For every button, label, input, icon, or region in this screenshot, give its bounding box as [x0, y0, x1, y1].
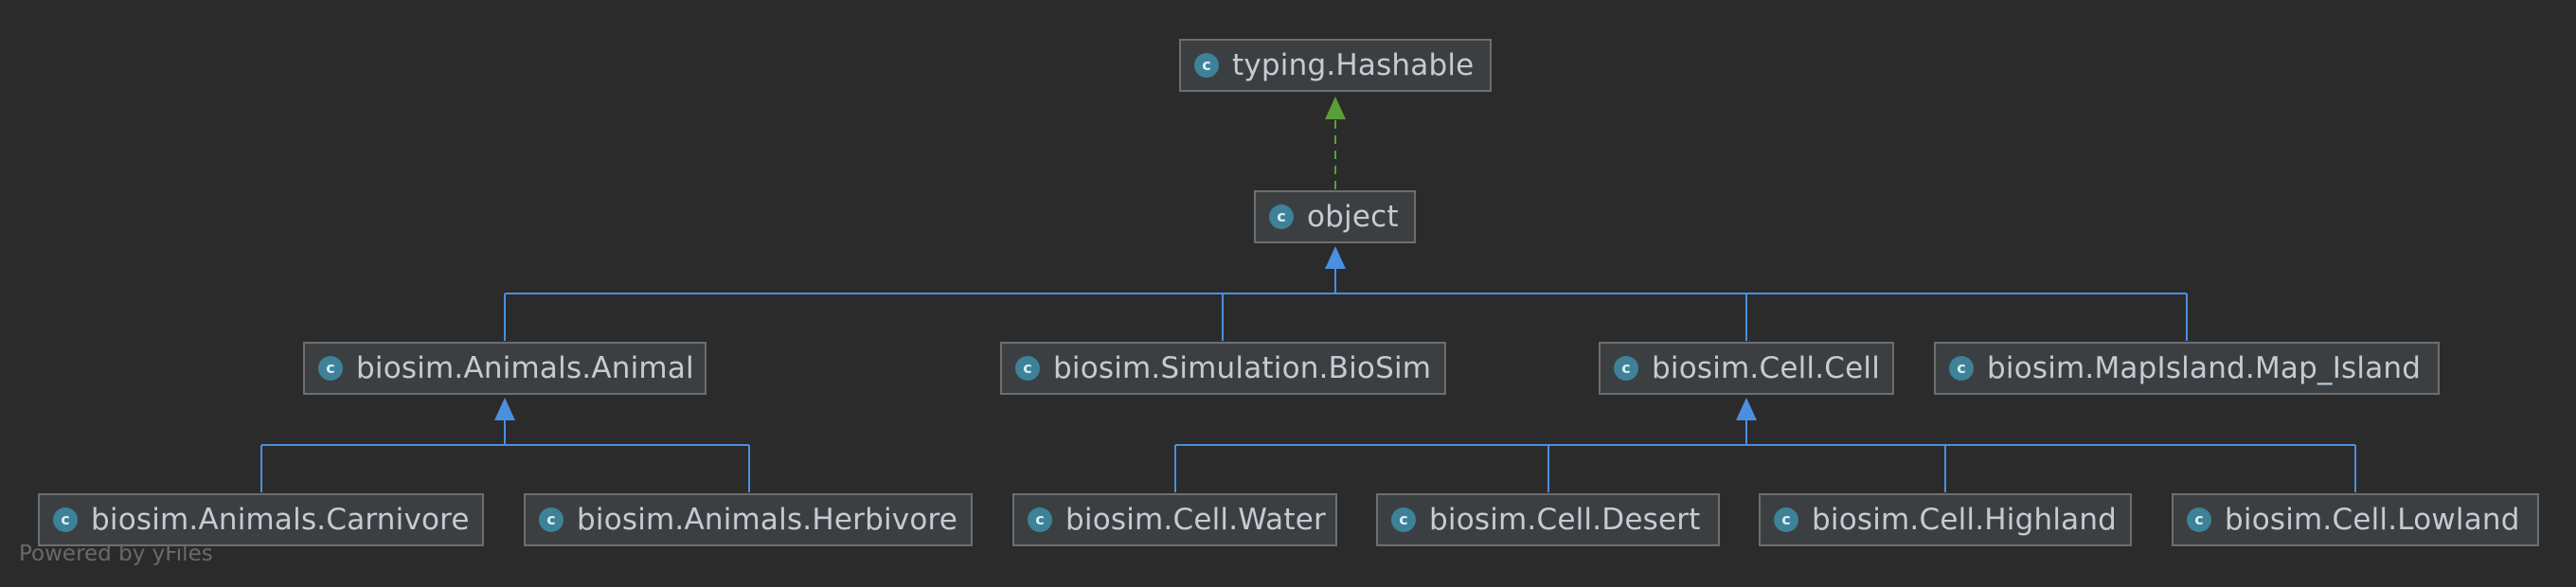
- class-node-map-island[interactable]: c biosim.MapIsland.Map_Island: [1934, 342, 2440, 395]
- class-icon: c: [53, 507, 78, 532]
- class-icon: c: [1614, 356, 1638, 381]
- inheritance-arrowhead-cell: [1736, 398, 1757, 420]
- class-icon: c: [1774, 507, 1798, 532]
- class-icon: c: [539, 507, 564, 532]
- class-icon: c: [1194, 53, 1219, 78]
- class-node-herbivore[interactable]: c biosim.Animals.Herbivore: [524, 493, 973, 546]
- class-icon: c: [1949, 356, 1974, 381]
- class-icon: c: [2187, 507, 2211, 532]
- class-name: typing.Hashable: [1232, 48, 1475, 82]
- class-node-typing-hashable[interactable]: c typing.Hashable: [1179, 39, 1492, 92]
- edge-group-animal-children: [260, 420, 750, 492]
- edge-group-object-children: [504, 269, 2188, 341]
- class-node-highland[interactable]: c biosim.Cell.Highland: [1759, 493, 2132, 546]
- class-node-object[interactable]: c object: [1254, 190, 1416, 243]
- class-name: biosim.MapIsland.Map_Island: [1987, 351, 2422, 385]
- class-name: biosim.Cell.Highland: [1812, 503, 2118, 537]
- class-icon: c: [318, 356, 343, 381]
- class-name: biosim.Animals.Herbivore: [577, 503, 958, 537]
- realization-arrowhead: [1325, 97, 1346, 119]
- class-icon: c: [1028, 507, 1052, 532]
- class-node-carnivore[interactable]: c biosim.Animals.Carnivore: [38, 493, 484, 546]
- class-icon: c: [1015, 356, 1040, 381]
- class-node-animal[interactable]: c biosim.Animals.Animal: [303, 342, 707, 395]
- class-node-cell[interactable]: c biosim.Cell.Cell: [1599, 342, 1894, 395]
- class-node-lowland[interactable]: c biosim.Cell.Lowland: [2172, 493, 2539, 546]
- class-name: biosim.Cell.Water: [1065, 503, 1326, 537]
- inheritance-arrowhead-animal: [494, 398, 515, 420]
- class-name: object: [1307, 200, 1399, 234]
- class-icon: c: [1391, 507, 1416, 532]
- class-name: biosim.Cell.Desert: [1429, 503, 1701, 537]
- class-icon: c: [1269, 205, 1294, 229]
- class-name: biosim.Cell.Lowland: [2225, 503, 2520, 537]
- class-name: biosim.Cell.Cell: [1652, 351, 1881, 385]
- class-node-water[interactable]: c biosim.Cell.Water: [1012, 493, 1337, 546]
- inheritance-arrowhead-object: [1325, 246, 1346, 269]
- edge-group-cell-children: [1174, 420, 2356, 492]
- powered-by-watermark: Powered by yFiles: [19, 542, 213, 566]
- class-node-desert[interactable]: c biosim.Cell.Desert: [1376, 493, 1720, 546]
- class-name: biosim.Simulation.BioSim: [1053, 351, 1432, 385]
- class-name: biosim.Animals.Animal: [356, 351, 694, 385]
- class-name: biosim.Animals.Carnivore: [91, 503, 470, 537]
- class-node-biosim[interactable]: c biosim.Simulation.BioSim: [1000, 342, 1446, 395]
